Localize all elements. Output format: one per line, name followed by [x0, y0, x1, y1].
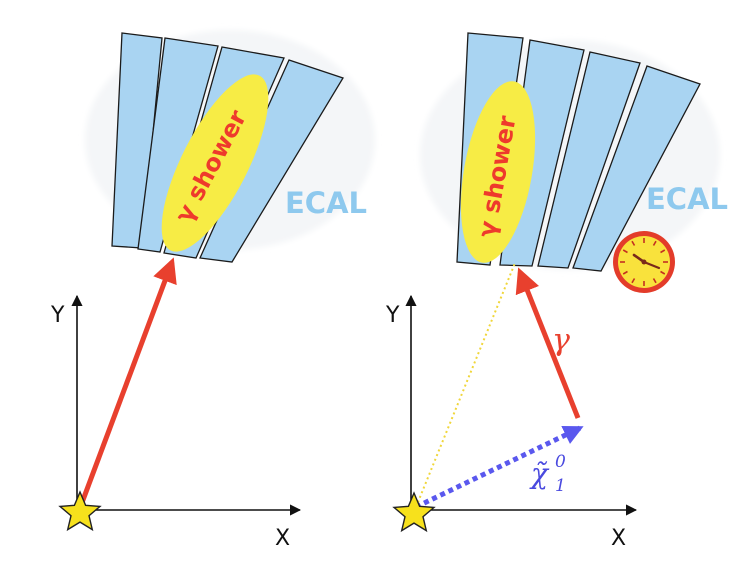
right-x-axis-label: X	[611, 526, 626, 551]
star-icon	[392, 491, 436, 533]
left-panel: γ shower ECAL Y X	[50, 30, 375, 551]
left-photon-arrow	[77, 257, 177, 509]
right-photon-arrow	[515, 267, 581, 419]
right-neutralino-label: χ̃ 0 1	[529, 452, 566, 496]
clock-minute-hand	[642, 260, 661, 270]
right-photon-label: γ	[552, 323, 570, 358]
right-neutralino-arrow	[414, 425, 584, 510]
left-ecal-wedge-2	[137, 37, 219, 253]
right-ecal-label: ECAL	[646, 182, 728, 216]
right-axes	[405, 294, 638, 516]
right-gamma-shower: γ shower	[460, 81, 536, 263]
right-panel: γ shower ECAL	[385, 32, 728, 551]
left-y-axis-label: Y	[50, 303, 65, 328]
right-ecal-wedge-4	[572, 65, 701, 272]
right-ecal-wedge-3	[537, 51, 641, 269]
neutralino-subscript: 1	[555, 476, 566, 496]
neutralino-superscript: 0	[555, 452, 566, 472]
neutralino-symbol: χ̃	[529, 457, 550, 490]
right-y-axis-label: Y	[385, 303, 400, 328]
left-axes	[71, 294, 302, 516]
left-x-axis-label: X	[275, 526, 290, 551]
left-ecal-label: ECAL	[285, 186, 367, 220]
clock-icon	[613, 231, 675, 293]
star-icon	[58, 490, 102, 532]
right-apparent-path	[415, 262, 516, 508]
right-shower-ellipse	[460, 81, 536, 263]
left-shower-ellipse	[161, 74, 269, 252]
